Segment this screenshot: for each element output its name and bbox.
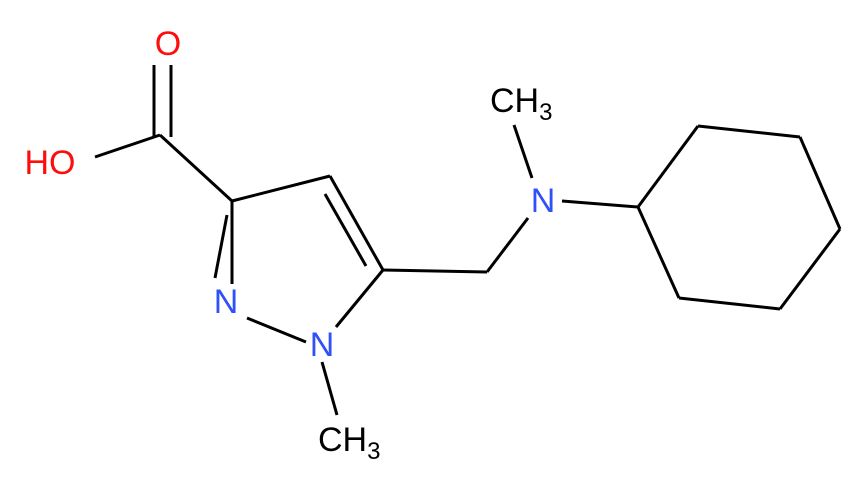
atom-nitrogen-2: N <box>214 283 239 321</box>
bond-c4-c5-inner <box>323 193 368 267</box>
bond-cy-6 <box>636 206 681 299</box>
bond-carboxyl-c3 <box>158 133 234 203</box>
bond-cy-2 <box>697 124 801 139</box>
atom-amine-nitrogen: N <box>531 182 556 220</box>
bond-n1-n2 <box>246 316 307 344</box>
bond-cy-4 <box>778 228 842 310</box>
amine-methyl-subscript: 3 <box>539 99 552 126</box>
bond-c5-ch2 <box>382 268 488 274</box>
bonds <box>94 65 842 416</box>
bond-n2-c3-inner <box>213 214 229 279</box>
atom-amine-methyl: CH3 <box>490 82 552 126</box>
bond-ch2-n <box>485 217 530 273</box>
bond-n-methyl <box>512 124 534 179</box>
atom-carbonyl-oxygen: O <box>155 25 181 63</box>
atom-labels: O HO N N N CH3 CH3 <box>25 25 556 465</box>
amine-methyl-main: CH <box>490 82 539 120</box>
atom-n1-methyl: CH3 <box>318 421 380 465</box>
bond-n1-methyl <box>320 361 339 416</box>
bond-n-cyclohexyl <box>561 199 639 209</box>
bond-c5-n1 <box>334 269 385 328</box>
bond-cy-5 <box>678 296 781 311</box>
bond-c3-c4 <box>231 174 331 203</box>
atom-nitrogen-1: N <box>310 326 335 364</box>
bond-c-oh <box>94 133 161 159</box>
bond-cy-3 <box>798 136 842 230</box>
bond-cy-1 <box>636 125 700 208</box>
n1-methyl-subscript: 3 <box>367 438 380 465</box>
n1-methyl-main: CH <box>318 421 367 459</box>
atom-hydroxyl-group: HO <box>25 144 76 182</box>
bond-c4-c5 <box>328 175 385 271</box>
